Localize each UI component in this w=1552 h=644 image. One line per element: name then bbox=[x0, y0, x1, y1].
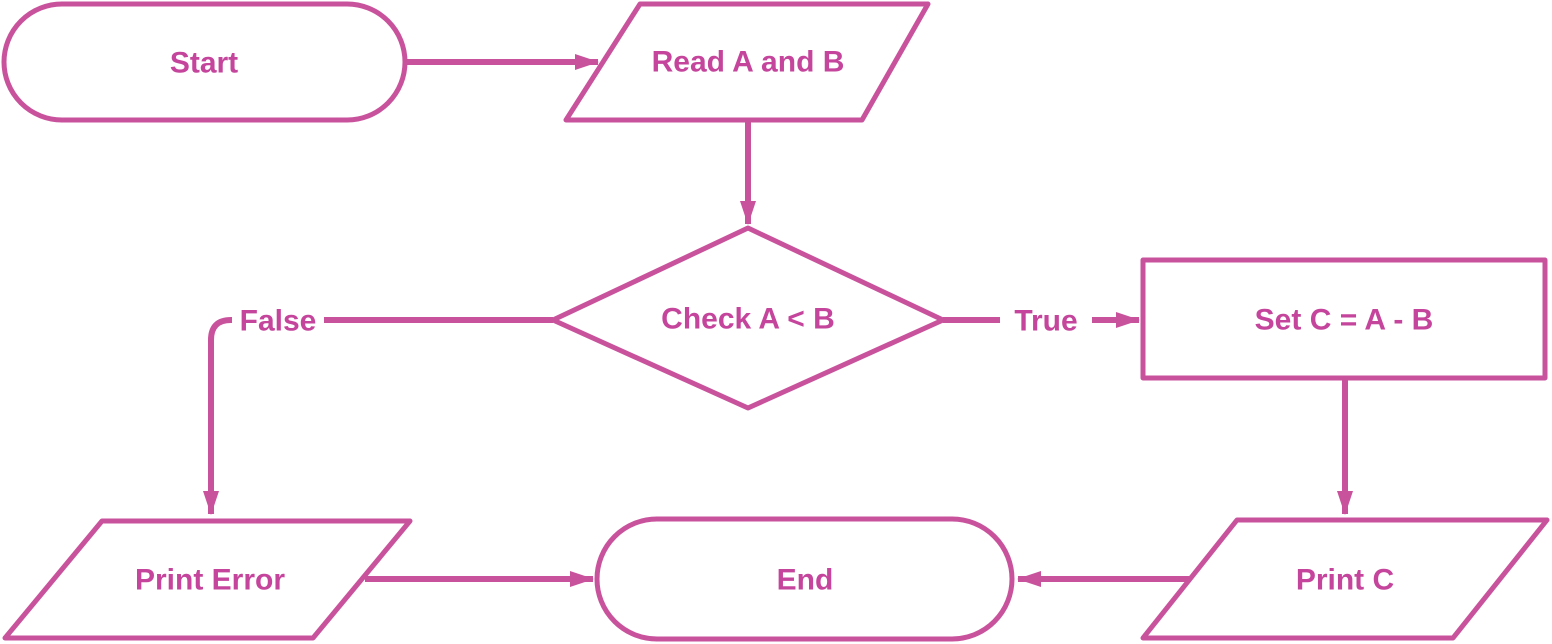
node-end-shape bbox=[594, 516, 1015, 642]
edge-true-label: True bbox=[1014, 305, 1077, 338]
node-print-error-shape bbox=[2, 518, 413, 641]
edge-false-label: False bbox=[240, 305, 317, 338]
false-label-bg bbox=[232, 302, 324, 338]
node-read-a-b-label: Read A and B bbox=[652, 46, 845, 79]
edge-check-false-to-printerror bbox=[203, 317, 553, 515]
node-print-c-label: Print C bbox=[1296, 564, 1394, 597]
edge-label-backgrounds bbox=[232, 302, 1092, 338]
true-label-bg bbox=[1000, 302, 1092, 338]
node-start-shape bbox=[1, 1, 408, 123]
labels-layer: Start Read A and B Check A < B Set C = A… bbox=[135, 46, 1433, 597]
node-print-error-label: Print Error bbox=[135, 564, 285, 597]
node-check-label: Check A < B bbox=[661, 303, 835, 336]
node-read-a-b-shape bbox=[563, 1, 931, 123]
node-print-c-shape bbox=[1140, 517, 1550, 641]
node-check-shape bbox=[550, 225, 946, 411]
node-set-c-label: Set C = A - B bbox=[1255, 304, 1434, 337]
node-start-label: Start bbox=[170, 47, 238, 80]
node-set-c-shape bbox=[1140, 257, 1548, 381]
node-end-label: End bbox=[777, 564, 834, 597]
